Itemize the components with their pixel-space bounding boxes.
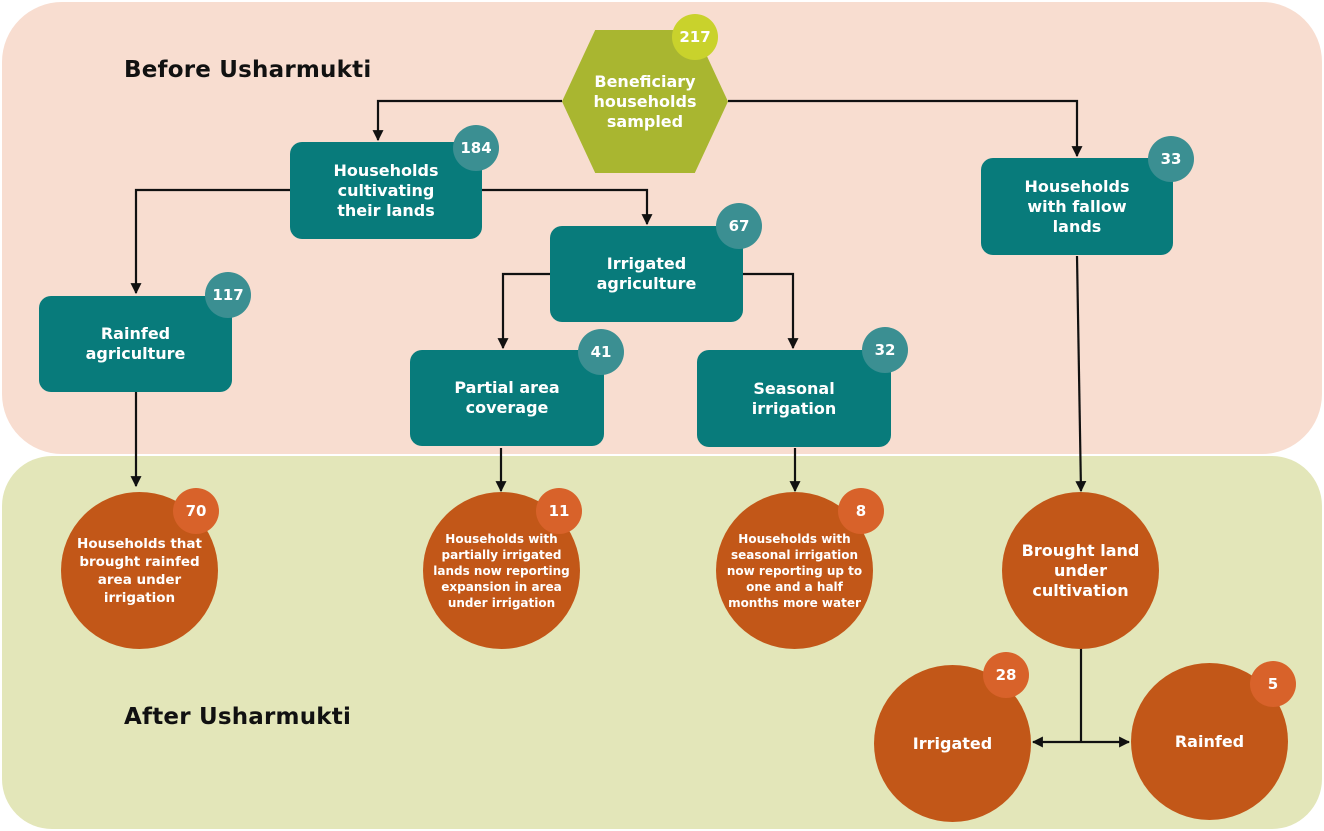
rainfed-to-irrigation-circle: Households that brought rainfed area und… — [61, 492, 218, 649]
brought-land-under-cultivation-circle: Brought land under cultivation — [1002, 492, 1159, 649]
partial-expansion-label: Households with partially irrigated land… — [433, 531, 570, 610]
before-section-title: Before Usharmukti — [124, 57, 372, 83]
seasonal-more-water-count-badge: 8 — [838, 488, 884, 534]
partial-area-count-badge: 41 — [578, 329, 624, 375]
arrow-beneficiary-to-cultivating — [372, 99, 562, 142]
rainfed-to-irrigation-count-badge: 70 — [173, 488, 219, 534]
rainfed-agriculture-count-badge: 117 — [205, 272, 251, 318]
cultivating-households-box: Households cultivating their lands — [290, 142, 482, 239]
rainfed-agriculture-label: Rainfed agriculture — [85, 324, 186, 363]
cultivating-households-label: Households cultivating their lands — [333, 160, 439, 220]
irrigated-count-badge: 28 — [983, 652, 1029, 698]
irrigated-outcome-label: Irrigated — [912, 734, 993, 753]
arrow-beneficiary-to-fallow — [728, 99, 1083, 158]
seasonal-irrigation-label: Seasonal irrigation — [751, 378, 837, 418]
arrow-irrigated-to-partial — [497, 272, 550, 350]
fallow-households-label: Households with fallow lands — [1024, 176, 1130, 236]
brought-land-label: Brought land under cultivation — [1021, 540, 1140, 600]
seasonal-irrigation-count-badge: 32 — [862, 327, 908, 373]
irrigated-outcome-circle: Irrigated — [874, 665, 1031, 822]
rainfed-to-irrigation-label: Households that brought rainfed area und… — [77, 535, 202, 606]
seasonal-more-water-label: Households with seasonal irrigation now … — [726, 531, 863, 610]
arrow-fallow-to-brought — [1075, 255, 1087, 493]
seasonal-irrigation-box: Seasonal irrigation — [697, 350, 891, 447]
partial-expansion-count-badge: 11 — [536, 488, 582, 534]
irrigated-agriculture-label: Irrigated agriculture — [596, 254, 697, 293]
rainfed-outcome-label: Rainfed — [1174, 732, 1245, 751]
arrow-cultivating-to-rainfed — [130, 188, 290, 295]
partial-area-coverage-box: Partial area coverage — [410, 350, 604, 446]
rainfed-agriculture-box: Rainfed agriculture — [39, 296, 232, 392]
beneficiary-households-label: Beneficiary households sampled — [593, 71, 697, 131]
beneficiary-count-badge: 217 — [672, 14, 718, 60]
rainfed-count-badge: 5 — [1250, 661, 1296, 707]
after-section-title: After Usharmukti — [124, 704, 352, 730]
arrow-irrigated-to-seasonal — [743, 272, 799, 350]
cultivating-count-badge: 184 — [453, 125, 499, 171]
irrigated-agriculture-count-badge: 67 — [716, 203, 762, 249]
arrow-cultivating-to-irrigated — [482, 188, 653, 226]
partial-area-coverage-label: Partial area coverage — [454, 378, 560, 417]
irrigated-agriculture-box: Irrigated agriculture — [550, 226, 743, 322]
fallow-count-badge: 33 — [1148, 136, 1194, 182]
fallow-households-box: Households with fallow lands — [981, 158, 1173, 255]
